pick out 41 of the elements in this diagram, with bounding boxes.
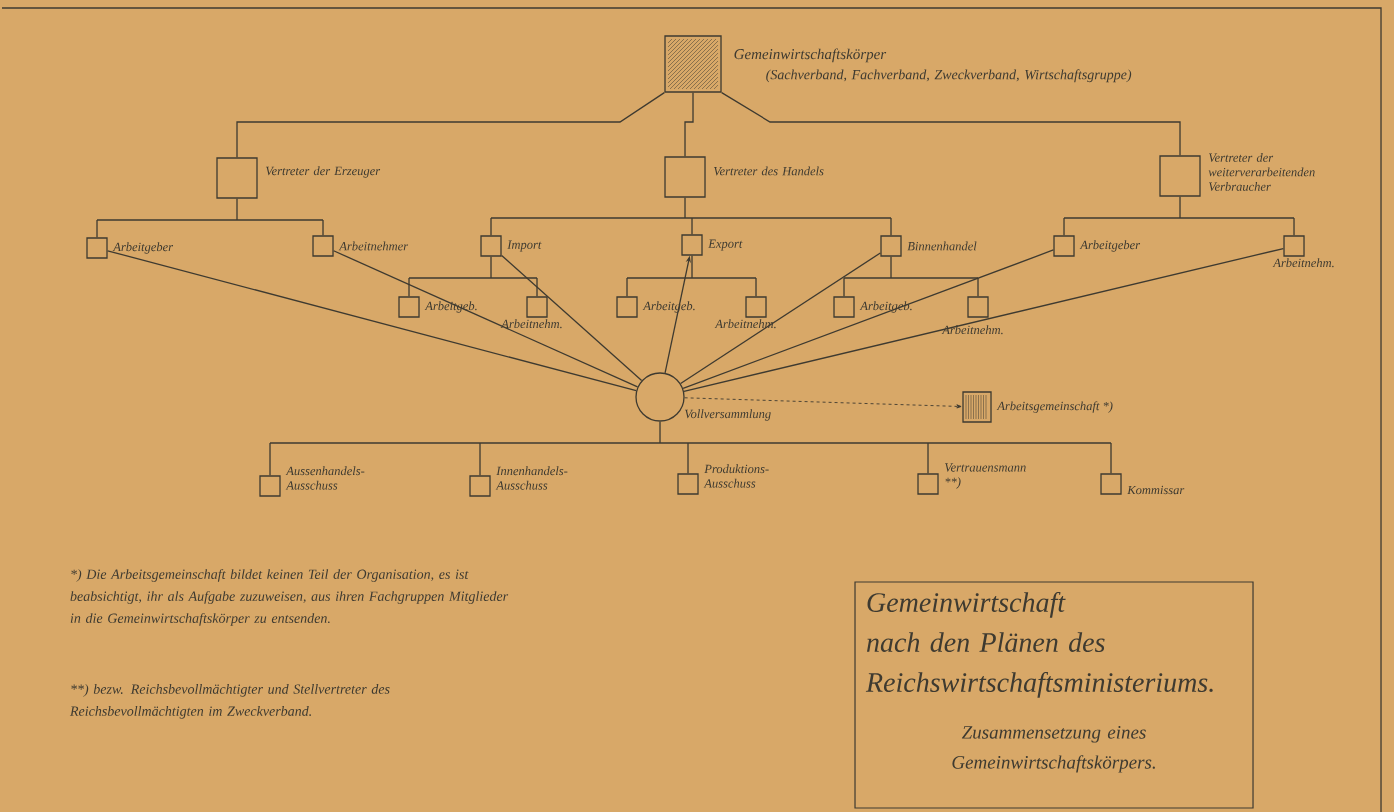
connector-line [501,254,643,382]
node-label: Import [507,240,542,252]
node-label: Gemeinwirtschaftskörper [734,48,887,63]
tree-connector [269,421,1112,476]
connector-line [684,92,694,157]
node-label: Produktions-Ausschuss [703,464,769,488]
node-label: Arbeitgeber [1079,240,1141,252]
node-label: Arbeitnehmer [338,241,409,251]
node-label: Vertreter der Erzeuger [265,166,381,178]
node-label: Innenhandels-Ausschuss [495,466,568,490]
node-label: Vertreter der weiterverarbeitenden Verbraucher [1208,153,1315,191]
title-box: Gemeinwirtschaft nach den Plänen des Reichswirtschaftsministeriums. Zusammensetzung eines Gemeinwirtschaftskörpers. [854,581,1254,809]
connector-line [682,249,1054,390]
node-label: Binnenhandel [907,241,977,251]
node-label: Arbeitgeber [112,242,174,254]
tree-connector [626,255,757,297]
connector-line [107,250,637,392]
node-label: Aussenhandels-Ausschuss [285,466,365,490]
tree-connector [96,198,324,238]
node-label: Arbeitnehm. [1272,258,1334,268]
node-label: Kommissar [1127,485,1185,495]
node-label: Export [708,239,743,251]
node-label: Vertrauensmann **) [944,463,1026,489]
tree-connector [490,197,892,236]
tree-connector [408,256,538,297]
tree-connector [843,256,979,297]
node-label: (Sachverband, Fachverband, Zweckverband, Wirtschaftsgruppe) [766,69,1132,83]
connector-line [680,252,881,385]
node-label: Vertreter des Handels [713,166,824,176]
dashed-arrow [684,397,962,409]
node-label: Arbeitsgemeinschaft *) [996,401,1113,413]
connector-line [683,247,1284,392]
connector-line [333,250,639,388]
tree-connector [1063,196,1295,236]
node-label: Vollversammlung [684,409,771,421]
node-label: Arbeitnehm. [500,319,562,329]
connector-line [236,92,665,158]
footnote: *) Die Arbeitsgemeinschaft bildet keinen Teil der Organisation, es ist beabsichtigt, ihr als Aufgabe zuzuweisen, aus ihren Fachgruppen Mitglieder in die Gemeinwirtschaftskörper zu entsenden. [70,569,509,626]
footnote: **) bezw. Reichsbevollmächtigter und Stellvertreter des Reichsbevollmächtigten im Zweckverband. [69,684,390,719]
connector-line [721,92,1181,156]
node-label: Arbeitnehm. [941,325,1003,335]
